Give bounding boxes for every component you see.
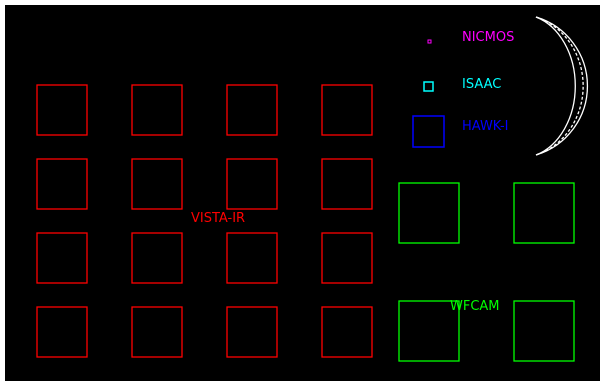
vista-ir-detector [227,307,277,357]
vista-ir-label: VISTA-IR [191,211,245,226]
moon-outline [536,17,587,155]
hawk-i-label: HAWK-I [462,119,509,134]
focal-plane-svg: NICMOS ISAAC HAWK-I VISTA-IR WFCAM [5,5,600,381]
vista-ir-detector [132,159,182,209]
nicmos-label: NICMOS [462,30,514,45]
wfcam-detector [514,301,574,361]
wfcam-detector [399,183,459,243]
vista-ir-detector [37,233,87,283]
vista-ir-detector [132,233,182,283]
vista-ir-detector [132,85,182,135]
nicmos-detector [428,40,431,43]
focal-plane-figure: NICMOS ISAAC HAWK-I VISTA-IR WFCAM [5,5,600,381]
vista-ir-detector [227,233,277,283]
vista-ir-detector [227,85,277,135]
vista-ir-detector [37,307,87,357]
vista-ir-detector [37,159,87,209]
vista-ir-detector [132,307,182,357]
wfcam-detector [514,183,574,243]
wfcam-label: WFCAM [450,299,500,314]
wfcam-array [399,183,574,361]
vista-ir-detector [227,159,277,209]
vista-ir-detector [37,85,87,135]
vista-ir-detector [322,159,372,209]
vista-ir-detector [322,307,372,357]
vista-ir-detector [322,85,372,135]
vista-ir-detector [322,233,372,283]
isaac-label: ISAAC [462,77,501,92]
isaac-detector [424,82,433,91]
hawk-i-detector [413,116,444,147]
